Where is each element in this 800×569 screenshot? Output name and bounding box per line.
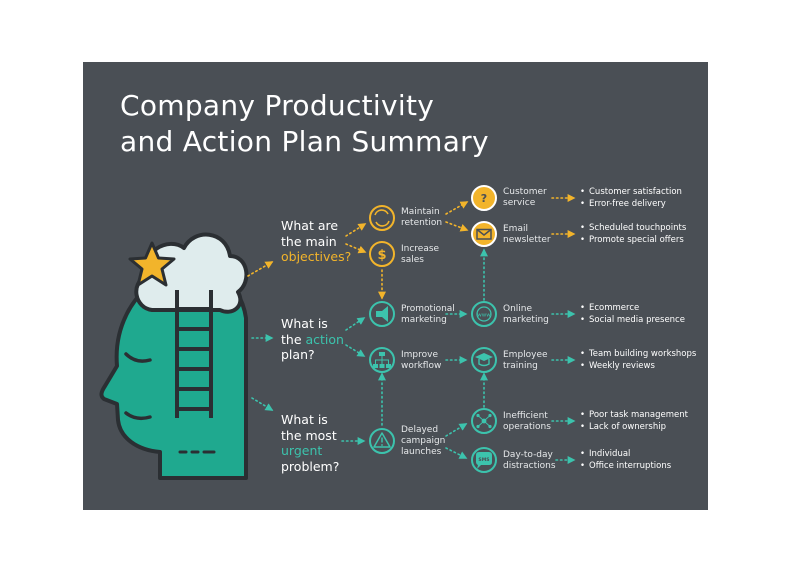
www-icon: www: [471, 301, 497, 327]
node-label-line: newsletter: [503, 235, 551, 245]
question-objectives-line-1: What are: [281, 218, 339, 233]
title-line-1: Company Productivity: [120, 89, 435, 122]
result-list-online: Ecommerce Social media presence: [580, 302, 685, 326]
node-label-line: distractions: [503, 461, 556, 471]
node-day-to-day-distractions: Day-to-day distractions: [503, 450, 556, 472]
sms-icon: SMS: [471, 447, 497, 473]
question-objectives-highlight: objectives?: [281, 249, 352, 264]
result-item: Social media presence: [580, 314, 685, 326]
node-label-line: Delayed: [401, 425, 439, 435]
node-label-line: training: [503, 361, 538, 371]
result-list-distractions: Individual Office interruptions: [580, 448, 671, 472]
node-label-line: Maintain: [401, 207, 440, 217]
result-item: Poor task management: [580, 409, 688, 421]
dollar-icon: $: [369, 241, 395, 267]
megaphone-icon: [369, 301, 395, 327]
question-action-line-3: plan?: [281, 347, 315, 362]
graduation-icon: [471, 347, 497, 373]
node-label-line: Online: [503, 304, 533, 314]
node-label-line: retention: [401, 218, 443, 228]
question-icon: ?: [471, 185, 497, 211]
node-label-line: launches: [401, 447, 442, 457]
star-icon: [128, 241, 176, 287]
eye-closed-bottom: [124, 411, 152, 421]
question-action-line-1: What is: [281, 316, 328, 331]
result-item: Ecommerce: [580, 302, 685, 314]
node-label-line: marketing: [503, 315, 549, 325]
result-list-customer: Customer satisfaction Error-free deliver…: [580, 186, 682, 210]
node-label-line: Day-to-day: [503, 450, 553, 460]
result-list-email: Scheduled touchpoints Promote special of…: [580, 222, 686, 246]
node-label-line: service: [503, 198, 536, 208]
network-icon: [471, 408, 497, 434]
question-problem-highlight: urgent: [281, 443, 323, 458]
node-label-line: workflow: [401, 361, 442, 371]
result-item: Promote special offers: [580, 234, 686, 246]
result-item: Scheduled touchpoints: [580, 222, 686, 234]
result-item: Error-free delivery: [580, 198, 682, 210]
svg-text:SMS: SMS: [478, 457, 489, 463]
node-label-line: Email: [503, 224, 528, 234]
node-label-line: sales: [401, 255, 424, 265]
node-customer-service: Customer service: [503, 187, 547, 209]
node-improve-workflow: Improve workflow: [401, 350, 441, 372]
refresh-icon: [369, 205, 395, 231]
question-action-prefix: the: [281, 331, 306, 347]
eye-closed-top: [124, 352, 152, 363]
question-action-highlight: action: [305, 331, 344, 347]
node-label-line: operations: [503, 422, 551, 432]
node-maintain-retention: Maintain retention: [401, 207, 442, 229]
node-label-line: campaign: [401, 436, 446, 446]
result-list-training: Team building workshops Weekly reviews: [580, 348, 696, 372]
result-item: Office interruptions: [580, 460, 671, 472]
node-label-line: Increase: [401, 244, 440, 254]
connectors: [247, 194, 576, 464]
question-problem-line-4: problem?: [281, 458, 340, 474]
svg-text:$: $: [377, 248, 386, 263]
svg-text:www: www: [477, 313, 491, 319]
result-item: Customer satisfaction: [580, 186, 682, 198]
node-label-line: Employee: [503, 350, 548, 360]
svg-text:?: ?: [481, 192, 487, 205]
node-label-line: Inefficient: [503, 411, 548, 421]
node-label-line: Promotional: [401, 304, 455, 314]
question-problem-line-1: What is: [281, 412, 328, 427]
node-label-line: Improve: [401, 350, 439, 360]
envelope-icon: [471, 221, 497, 247]
node-increase-sales: Increase sales: [401, 244, 439, 266]
question-action: What is the action plan?: [281, 316, 344, 363]
result-item: Lack of ownership: [580, 421, 688, 433]
title-line-2: and Action Plan Summary: [120, 125, 489, 158]
ladder: [175, 290, 213, 418]
node-employee-training: Employee training: [503, 350, 548, 372]
result-item: Weekly reviews: [580, 360, 696, 372]
org-chart-icon: [369, 347, 395, 373]
question-problem: What is the most urgent problem?: [281, 412, 339, 474]
node-promotional-marketing: Promotional marketing: [401, 304, 455, 326]
page-title: Company Productivity and Action Plan Sum…: [120, 88, 489, 160]
node-label-line: Customer: [503, 187, 547, 197]
head-illustration: [99, 232, 249, 480]
node-online-marketing: Online marketing: [503, 304, 549, 326]
node-email-newsletter: Email newsletter: [503, 224, 551, 246]
question-problem-line-2: the most: [281, 427, 337, 443]
node-inefficient-operations: Inefficient operations: [503, 411, 551, 433]
result-list-inefficient: Poor task management Lack of ownership: [580, 409, 688, 433]
result-item: Team building workshops: [580, 348, 696, 360]
question-objectives-line-2: the main: [281, 233, 337, 249]
alert-icon: [369, 428, 395, 454]
node-label-line: marketing: [401, 315, 447, 325]
node-delayed-campaign-launches: Delayed campaign launches: [401, 425, 445, 458]
question-objectives: What are the main objectives?: [281, 218, 351, 265]
result-item: Individual: [580, 448, 671, 460]
